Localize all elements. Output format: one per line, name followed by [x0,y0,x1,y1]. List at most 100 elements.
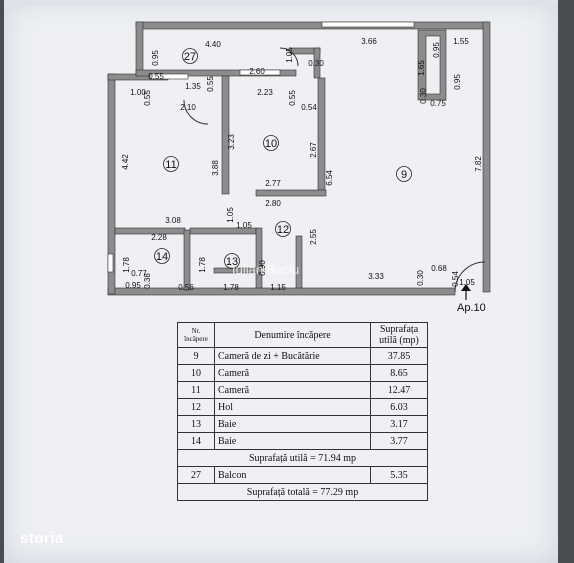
dimension-label: 0.30 [416,270,425,286]
door-arc-room11 [183,99,209,125]
balcony-area: 5.35 [370,466,428,484]
entrance-arrow-icon [461,284,471,291]
room-number: 9 [401,169,407,181]
room-number: 11 [165,159,176,171]
wall-balcony-left [135,21,144,77]
wall-niche-v [313,47,321,79]
cell-nr: 14 [177,432,215,450]
door-arc-balcony [279,47,299,67]
header-area: Suprafața utilă (mp) [370,322,428,348]
dimension-label: 1.05 [285,47,294,63]
dimension-label: 0.95 [432,42,441,58]
dimension-label: 3.88 [211,160,220,176]
dimension-label: 1.05 [459,278,475,287]
room-number: 14 [156,251,168,263]
dimension-label: 1.05 [226,207,235,223]
dimension-label: 3.08 [165,216,181,225]
cell-name: Baie [214,432,371,450]
wall-room11-bottom [114,227,186,235]
cell-nr: 10 [177,364,215,382]
dimension-label: 6.54 [325,170,334,186]
dimension-label: 1.78 [223,283,239,292]
cell-name: Cameră [214,381,371,399]
room-number-circle [154,248,170,264]
wall-bath13-right [255,227,263,289]
storia-logo: storia [20,530,64,547]
dimension-label: 2.77 [265,179,281,188]
cell-name: Cameră [214,364,371,382]
dimension-label: 0.77 [131,269,147,278]
dimension-label: 7.82 [474,156,483,172]
dimension-label: 0.95 [151,50,160,66]
wall-room10-right [317,77,326,191]
balcony-row: 27 Balcon 5.35 [177,466,428,484]
header-nr: Nr. încăpere [177,322,215,348]
balcony-nr: 27 [177,466,215,484]
cell-name: Cameră de zi + Bucătărie [214,347,371,365]
cell-name: Hol [214,398,371,416]
room-number-circle [182,48,198,64]
useful-total: Suprafață utilă = 71.94 mp [177,449,428,467]
dimension-label: 4.40 [205,40,221,49]
apartment-label: Ap.10 [457,302,486,314]
cell-nr: 13 [177,415,215,433]
dimension-label: 0.30 [308,59,324,68]
wall-room10-bottom [255,189,327,197]
room-table: Nr. încăpere Denumire încăpere Suprafața… [177,322,428,501]
grand-total-row: Suprafață totală = 77.29 mp [177,483,428,501]
grand-total: Suprafață totală = 77.29 mp [177,483,428,501]
dimension-label: 2.60 [249,67,265,76]
header-name: Denumire încăpere [214,322,371,348]
dimension-label: 0.55 [148,72,164,81]
door-arc-entrance [454,261,486,293]
room-number: 13 [226,256,238,268]
dimension-label: 0.30 [419,88,428,104]
dimension-label: 2.80 [265,199,281,208]
dimension-label: 2.10 [180,103,196,112]
dimension-label: 0.75 [430,99,446,108]
dimension-label: 3.33 [368,272,384,281]
room-number-circle [275,221,291,237]
dimension-label: 0.55 [143,90,152,106]
room-number-circle [263,135,279,151]
room-number: 10 [265,138,277,150]
dimension-label: 0.38 [143,273,152,289]
room-number-circle [396,166,412,182]
wall-bath14-right [183,229,191,291]
dimension-label: 2.28 [151,233,167,242]
dimension-label: 1.35 [185,82,201,91]
dimension-label: 3.66 [361,37,377,46]
cell-area: 8.65 [370,364,428,382]
wall-balcony-bottom [135,69,297,77]
room-number: 27 [184,51,196,63]
shaft [425,35,441,95]
wall-bath13-top [213,267,263,274]
dimension-label: 1.65 [417,60,426,76]
window-room11 [149,73,189,80]
wall-room10-left [221,75,230,195]
room-number-circle [163,156,179,172]
dimension-label: 1.78 [122,257,131,273]
dimension-label: 2.67 [309,142,318,158]
dimension-label: 0.56 [178,283,194,292]
cell-name: Baie [214,415,371,433]
dimension-label: 3.23 [227,134,236,150]
window-left [107,253,114,273]
dimension-label: 1.00 [130,88,146,97]
wall-hall-right [295,235,303,289]
dimension-label: 1.78 [198,257,207,273]
window-top [321,21,415,28]
dimension-label: 0.68 [431,264,447,273]
cell-nr: 12 [177,398,215,416]
dimension-label: 2.55 [309,229,318,245]
watermark: Iulian Baciu [232,262,300,277]
cell-area: 12.47 [370,381,428,399]
room-number: 12 [277,224,289,236]
